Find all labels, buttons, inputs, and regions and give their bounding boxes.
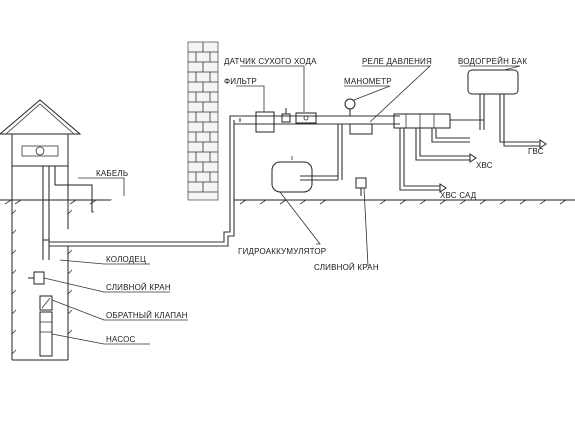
- label-hydroaccumulator: ГИДРОАККУМУЛЯТОР: [238, 247, 326, 256]
- check-valve: [39, 295, 53, 311]
- cable: [54, 166, 100, 213]
- label-drain-valve-house: СЛИВНОЙ КРАН: [314, 263, 379, 272]
- manifold: [393, 113, 451, 129]
- label-filter: ФИЛЬТР: [224, 77, 257, 86]
- pressure-relay: [349, 123, 373, 135]
- drain-valve-house: [355, 177, 367, 196]
- manometer: [344, 98, 356, 116]
- arrows: [439, 139, 547, 193]
- label-check-valve: ОБРАТНЫЙ КЛАПАН: [106, 311, 188, 320]
- pump: [39, 311, 53, 357]
- label-pressure-relay: РЕЛЕ ДАВЛЕНИЯ: [362, 57, 432, 66]
- water-heater: [467, 69, 540, 147]
- label-well: КОЛОДЕЦ: [106, 255, 146, 264]
- label-dry-run-sensor: ДАТЧИК СУХОГО ХОДА: [224, 57, 317, 66]
- hydroaccumulator: [271, 156, 313, 193]
- label-hot-water: ГВС: [528, 147, 544, 156]
- leader-lines: [43, 65, 521, 345]
- accumulator-branch: [300, 124, 343, 181]
- label-cold-water-garden: ХВС САД: [440, 191, 477, 200]
- filter: [255, 111, 275, 133]
- label-water-heater: ВОДОГРЕЙН БАК: [458, 57, 527, 66]
- well-pipe: [42, 166, 50, 260]
- dry-run-sensor: [295, 112, 317, 124]
- valve-near-sensor: [281, 108, 291, 123]
- label-manometer: МАНОМЕТР: [344, 77, 392, 86]
- label-cold-water: ХВС: [476, 161, 493, 170]
- brick-wall: [187, 41, 219, 201]
- label-cable: КАБЕЛЬ: [96, 169, 128, 178]
- outlet-pipes: [399, 119, 484, 191]
- drain-valve-well: [28, 271, 45, 285]
- label-drain-valve-well: СЛИВНОЙ КРАН: [106, 283, 171, 292]
- label-pump: НАСОС: [106, 335, 136, 344]
- well-structure: [0, 99, 82, 361]
